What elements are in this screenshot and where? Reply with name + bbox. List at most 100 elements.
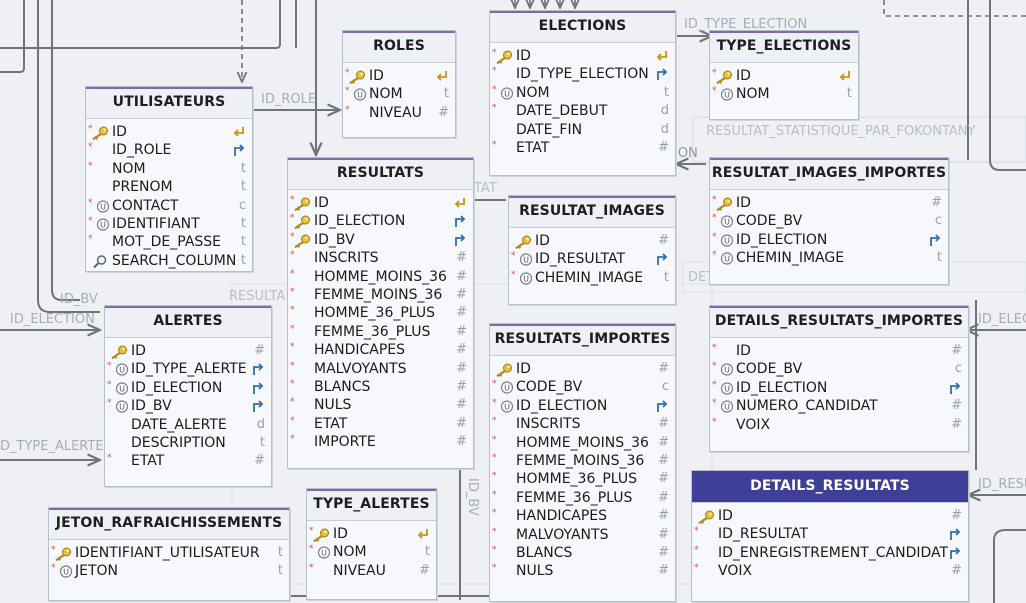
- column-row[interactable]: *ID_ROLE: [86, 141, 252, 159]
- column-row[interactable]: *ID_ELECTION: [288, 212, 473, 230]
- column-row[interactable]: *ID: [307, 525, 436, 543]
- column-row[interactable]: *BLANCS#: [490, 544, 675, 562]
- column-row[interactable]: *ID: [343, 67, 455, 85]
- table-title[interactable]: JETON_RAFRAICHISSEMENTS: [49, 508, 289, 540]
- column-row[interactable]: ID#: [509, 232, 675, 250]
- column-row[interactable]: *NIVEAU#: [343, 104, 455, 122]
- column-row[interactable]: *ID_RESULTAT: [692, 525, 968, 543]
- column-row[interactable]: *NIVEAU#: [307, 562, 436, 580]
- column-row[interactable]: *ID_ENREGISTREMENT_CANDIDAT: [692, 544, 968, 562]
- column-row[interactable]: *IMPORTE#: [288, 433, 473, 451]
- column-row[interactable]: *HOMME_36_PLUS#: [490, 470, 675, 488]
- column-row[interactable]: *HOMME_MOINS_36#: [490, 434, 675, 452]
- column-row[interactable]: *ETAT#: [105, 452, 271, 470]
- table-title[interactable]: DETAILS_RESULTATS: [692, 471, 968, 503]
- column-row[interactable]: *NULS#: [288, 396, 473, 414]
- column-row[interactable]: *ID: [710, 67, 858, 85]
- table-title[interactable]: RESULTAT_IMAGES_IMPORTES: [710, 158, 948, 190]
- column-row[interactable]: *HANDICAPES#: [288, 341, 473, 359]
- column-row[interactable]: *BLANCS#: [288, 378, 473, 396]
- column-row[interactable]: *FEMME_MOINS_36#: [490, 452, 675, 470]
- column-row[interactable]: *ETAT#: [288, 415, 473, 433]
- column-row[interactable]: *ID_BV: [288, 231, 473, 249]
- column-row[interactable]: *ID: [86, 123, 252, 141]
- column-row[interactable]: *INSCRITS#: [288, 249, 473, 267]
- table-title[interactable]: ALERTES: [105, 306, 271, 338]
- table-title[interactable]: UTILISATEURS: [86, 87, 252, 119]
- column-row[interactable]: *FEMME_MOINS_36#: [288, 286, 473, 304]
- table-resultats[interactable]: RESULTATS *ID*ID_ELECTION*ID_BV*INSCRITS#…: [287, 157, 474, 469]
- column-row[interactable]: *HOMME_MOINS_36#: [288, 268, 473, 286]
- column-type: #: [658, 489, 669, 505]
- column-row[interactable]: *VOIX#: [710, 416, 968, 434]
- column-row[interactable]: *MALVOYANTS#: [490, 526, 675, 544]
- column-row[interactable]: *MALVOYANTS#: [288, 360, 473, 378]
- table-details-resultats[interactable]: DETAILS_RESULTATS ID#*ID_RESULTAT*ID_ENRE…: [691, 470, 969, 602]
- table-title[interactable]: TYPE_ELECTIONS: [710, 31, 858, 63]
- table-title[interactable]: RESULTATS_IMPORTES: [490, 324, 675, 356]
- column-row[interactable]: *ETAT#: [490, 139, 675, 157]
- column-row[interactable]: *ID: [288, 194, 473, 212]
- table-title[interactable]: RESULTATS: [288, 158, 473, 190]
- column-row[interactable]: *HOMME_36_PLUS#: [288, 304, 473, 322]
- column-row[interactable]: ID#: [490, 360, 675, 378]
- column-row[interactable]: *ID#: [710, 194, 948, 212]
- table-title[interactable]: TYPE_ALERTES: [307, 489, 436, 521]
- column-row[interactable]: *NULS#: [490, 562, 675, 580]
- table-jeton[interactable]: JETON_RAFRAICHISSEMENTS *IDENTIFIANT_UTIL…: [48, 507, 290, 601]
- column-row[interactable]: *ID#: [710, 342, 968, 360]
- column-row[interactable]: ID#: [105, 342, 271, 360]
- table-title[interactable]: ROLES: [343, 31, 455, 63]
- column-row[interactable]: *FEMME_36_PLUS#: [490, 489, 675, 507]
- table-title[interactable]: ELECTIONS: [490, 11, 675, 43]
- table-title[interactable]: RESULTAT_IMAGES: [509, 196, 675, 228]
- column-row[interactable]: *HANDICAPES#: [490, 507, 675, 525]
- column-row[interactable]: *FEMME_36_PLUS#: [288, 323, 473, 341]
- column-row[interactable]: *ID: [490, 47, 675, 65]
- table-title[interactable]: DETAILS_RESULTATS_IMPORTES: [710, 306, 968, 338]
- column-row[interactable]: *VOIX#: [692, 562, 968, 580]
- column-row[interactable]: ID#: [692, 507, 968, 525]
- column-row[interactable]: *INSCRITS#: [490, 415, 675, 433]
- column-row[interactable]: *ID_TYPE_ELECTION: [490, 65, 675, 83]
